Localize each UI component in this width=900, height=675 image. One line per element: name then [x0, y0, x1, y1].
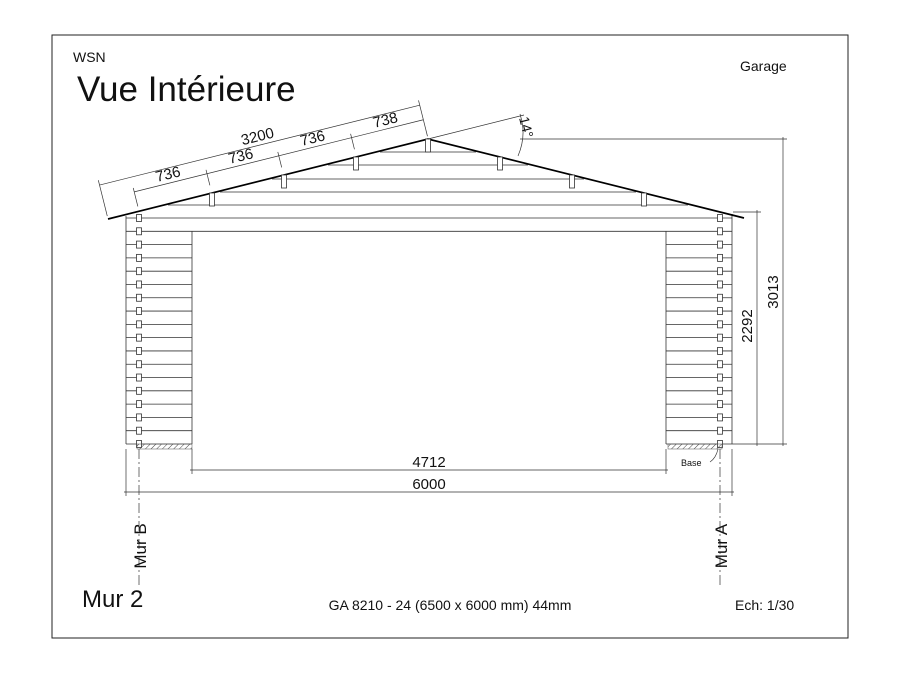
dim-total-width: 6000 [412, 476, 445, 493]
log-connector [136, 333, 142, 342]
log-connector [136, 386, 142, 395]
log-connector [717, 267, 723, 276]
log-connector [136, 426, 142, 435]
drawing-title: Vue Intérieure [77, 70, 296, 109]
rafter [641, 192, 647, 207]
log-connector [136, 253, 142, 262]
log-connector [136, 214, 142, 222]
log-connector [136, 373, 142, 382]
rafter [209, 192, 215, 207]
log-connector [717, 307, 723, 315]
gable-logs [168, 151, 688, 206]
log-connector [136, 240, 142, 249]
log-connector [136, 347, 142, 355]
log-connector [136, 227, 142, 236]
height-dimensions [520, 137, 787, 446]
log-connector [717, 253, 723, 262]
dimension-line-3200 [99, 104, 420, 186]
base-leader [709, 448, 719, 463]
log-connector [717, 426, 723, 435]
dim-total-height: 3013 [765, 275, 782, 308]
rafter [353, 156, 359, 171]
dim-roof-segment: 736 [298, 127, 326, 150]
log-connector [136, 280, 142, 289]
log-connector [136, 320, 142, 329]
log-connector [717, 400, 723, 409]
wall-logs [125, 214, 733, 448]
log-connector [717, 240, 723, 249]
roof-angle-marker [427, 113, 525, 157]
log-connector [717, 293, 723, 302]
scale-label: Ech: 1/30 [735, 597, 794, 613]
dim-roof-segment: 738 [371, 109, 399, 132]
rafter [425, 138, 431, 153]
dim-roof-segment: 736 [227, 145, 255, 168]
model-info: GA 8210 - 24 (6500 x 6000 mm) 44mm [329, 597, 572, 613]
brand-label: WSN [73, 49, 106, 65]
log-connector [136, 413, 142, 422]
log-connector [136, 267, 142, 276]
log-connector [717, 360, 723, 369]
log-connector [717, 280, 723, 289]
width-dimensions [124, 449, 734, 585]
log-connector [136, 400, 142, 409]
wall-name: Mur 2 [82, 586, 143, 613]
dimension-line-segments [134, 119, 424, 193]
category-label: Garage [740, 58, 787, 74]
log-connector [717, 373, 723, 382]
rafters [209, 138, 647, 207]
dim-wall-height: 2292 [739, 309, 756, 342]
wall-label-left: Mur B [131, 523, 150, 568]
drawing-frame [51, 34, 849, 639]
log-connector [717, 320, 723, 329]
dim-roof-segment: 736 [154, 163, 182, 186]
log-connector [717, 386, 723, 395]
rafter [497, 156, 503, 171]
base-left [136, 443, 193, 450]
dim-roof-angle: 14° [516, 115, 537, 139]
log-connector [717, 214, 723, 222]
log-connector [136, 307, 142, 315]
log-connector [717, 347, 723, 355]
log-connector [717, 333, 723, 342]
log-connector [717, 227, 723, 236]
wall-label-right: Mur A [712, 523, 731, 568]
log-connector [717, 413, 723, 422]
dim-door-width: 4712 [412, 454, 445, 471]
base-right [667, 443, 723, 450]
log-connector [136, 360, 142, 369]
rafter [569, 174, 575, 189]
dim-roof-total: 3200 [239, 125, 275, 150]
base-label: Base [681, 458, 702, 468]
rafter [281, 174, 287, 189]
log-connector [136, 293, 142, 302]
